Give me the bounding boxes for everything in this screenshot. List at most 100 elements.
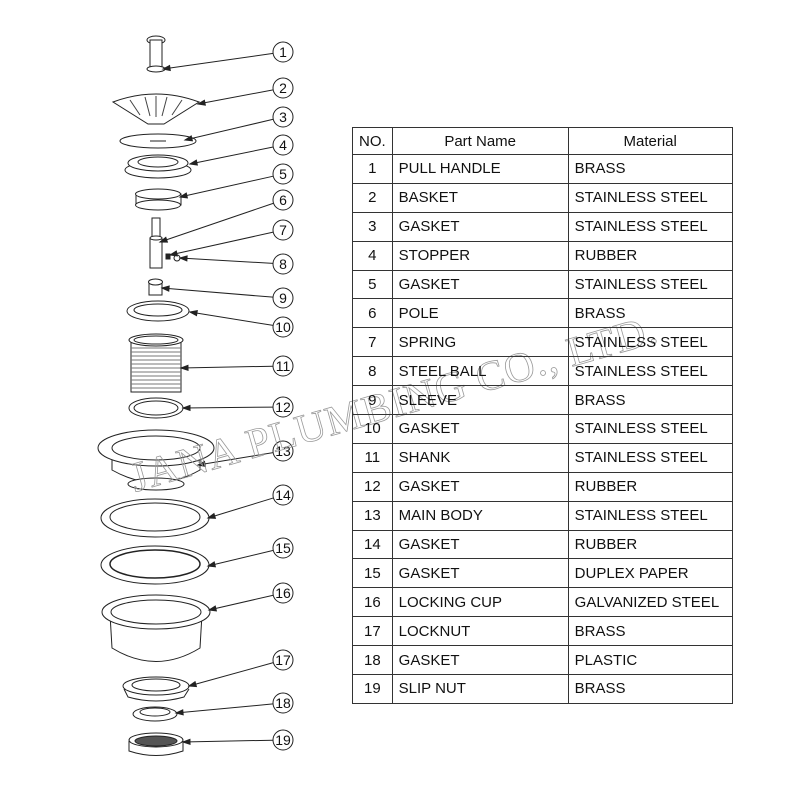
table-header-row: NO. Part Name Material <box>352 127 733 155</box>
callout-circle <box>272 649 294 671</box>
callout-number: 5 <box>279 166 287 182</box>
leader-line <box>182 406 274 409</box>
callout-4: 4 <box>188 134 294 166</box>
part-name: BASKET <box>391 182 569 213</box>
leader-line <box>184 118 274 141</box>
material: BRASS <box>567 674 733 704</box>
part-number: 19 <box>352 674 393 704</box>
callout-9: 9 <box>160 285 294 309</box>
part-shank <box>128 333 184 393</box>
part-name: LOCKING CUP <box>391 587 569 618</box>
part-name: GASKET <box>391 645 569 676</box>
callout-number: 9 <box>279 290 287 306</box>
callout-circle <box>272 729 294 751</box>
arrowhead-icon <box>181 738 191 746</box>
arrowhead-icon <box>181 404 191 412</box>
part-name: LOCKNUT <box>391 616 569 647</box>
part-stopper <box>124 154 192 179</box>
callout-circle <box>272 537 294 559</box>
part-pole <box>149 217 163 269</box>
callout-1: 1 <box>161 41 294 72</box>
header-no: NO. <box>352 127 393 155</box>
material: BRASS <box>567 385 733 416</box>
arrowhead-icon <box>206 561 217 568</box>
callout-11: 11 <box>179 355 294 377</box>
material: STAINLESS STEEL <box>567 269 733 300</box>
callout-15: 15 <box>206 537 294 568</box>
callout-number: 18 <box>275 695 291 711</box>
header-part-name: Part Name <box>391 127 569 155</box>
part-number: 12 <box>352 471 393 502</box>
callout-circle <box>272 41 294 63</box>
part-locknut <box>122 676 190 702</box>
leader-line <box>180 365 274 369</box>
arrowhead-icon <box>188 310 198 317</box>
material: STAINLESS STEEL <box>567 327 733 358</box>
part-name: STOPPER <box>391 240 569 271</box>
part-number: 14 <box>352 529 393 560</box>
callout-10: 10 <box>188 310 294 338</box>
callout-17: 17 <box>187 649 294 688</box>
part-number: 15 <box>352 558 393 589</box>
callout-19: 19 <box>181 729 294 751</box>
leader-line <box>175 703 274 714</box>
part-name: GASKET <box>391 529 569 560</box>
callout-circle <box>272 219 294 241</box>
callout-8: 8 <box>178 253 294 275</box>
callout-18: 18 <box>174 692 294 716</box>
part-number: 11 <box>352 442 393 473</box>
part-name: SPRING <box>391 327 569 358</box>
callout-number: 14 <box>275 487 291 503</box>
leader-line <box>207 497 274 519</box>
material: STAINLESS STEEL <box>567 182 733 213</box>
leader-line <box>169 231 274 256</box>
callout-number: 12 <box>275 399 291 415</box>
part-gasket-12 <box>128 397 184 419</box>
part-slip-nut <box>128 732 184 756</box>
material: RUBBER <box>567 240 733 271</box>
part-number: 2 <box>352 182 393 213</box>
part-pull-handle <box>146 35 166 73</box>
material: BRASS <box>567 616 733 647</box>
arrowhead-icon <box>196 460 206 467</box>
callout-13: 13 <box>196 440 294 467</box>
material: STAINLESS STEEL <box>567 211 733 242</box>
leader-line <box>189 146 274 165</box>
callout-16: 16 <box>207 582 294 612</box>
part-number: 9 <box>352 385 393 416</box>
callout-circle <box>272 106 294 128</box>
part-name: GASKET <box>391 558 569 589</box>
part-name: GASKET <box>391 471 569 502</box>
material: BRASS <box>567 154 733 184</box>
part-sleeve <box>148 278 163 296</box>
part-name: SLIP NUT <box>391 674 569 704</box>
part-name: SLEEVE <box>391 385 569 416</box>
callout-number: 17 <box>275 652 291 668</box>
callout-number: 7 <box>279 222 287 238</box>
part-number: 13 <box>352 500 393 531</box>
part-number: 17 <box>352 616 393 647</box>
part-main-body <box>97 429 215 491</box>
leader-line <box>197 89 274 105</box>
callout-circle <box>272 440 294 462</box>
leader-line <box>208 594 274 611</box>
leader-line <box>207 549 274 567</box>
part-name: MAIN BODY <box>391 500 569 531</box>
callout-circle <box>272 396 294 418</box>
arrowhead-icon <box>179 364 189 372</box>
leader-line <box>179 175 274 198</box>
callout-14: 14 <box>206 484 294 519</box>
material: DUPLEX PAPER <box>567 558 733 589</box>
callout-circle <box>272 316 294 338</box>
part-number: 3 <box>352 211 393 242</box>
